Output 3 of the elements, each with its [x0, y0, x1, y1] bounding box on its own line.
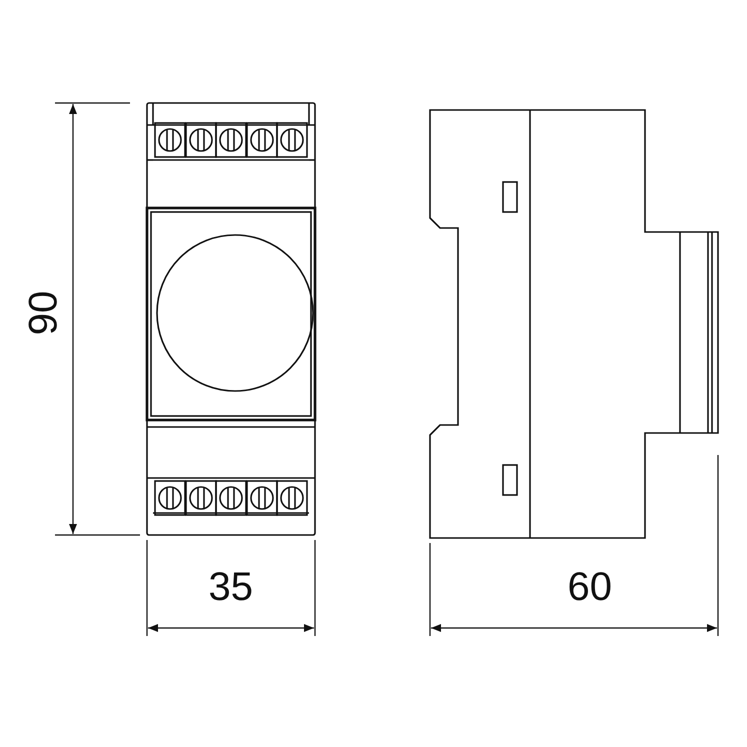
dimension-label: 60	[568, 567, 612, 607]
dimension-label: 35	[208, 567, 253, 607]
dimension-label: 90	[22, 290, 63, 336]
